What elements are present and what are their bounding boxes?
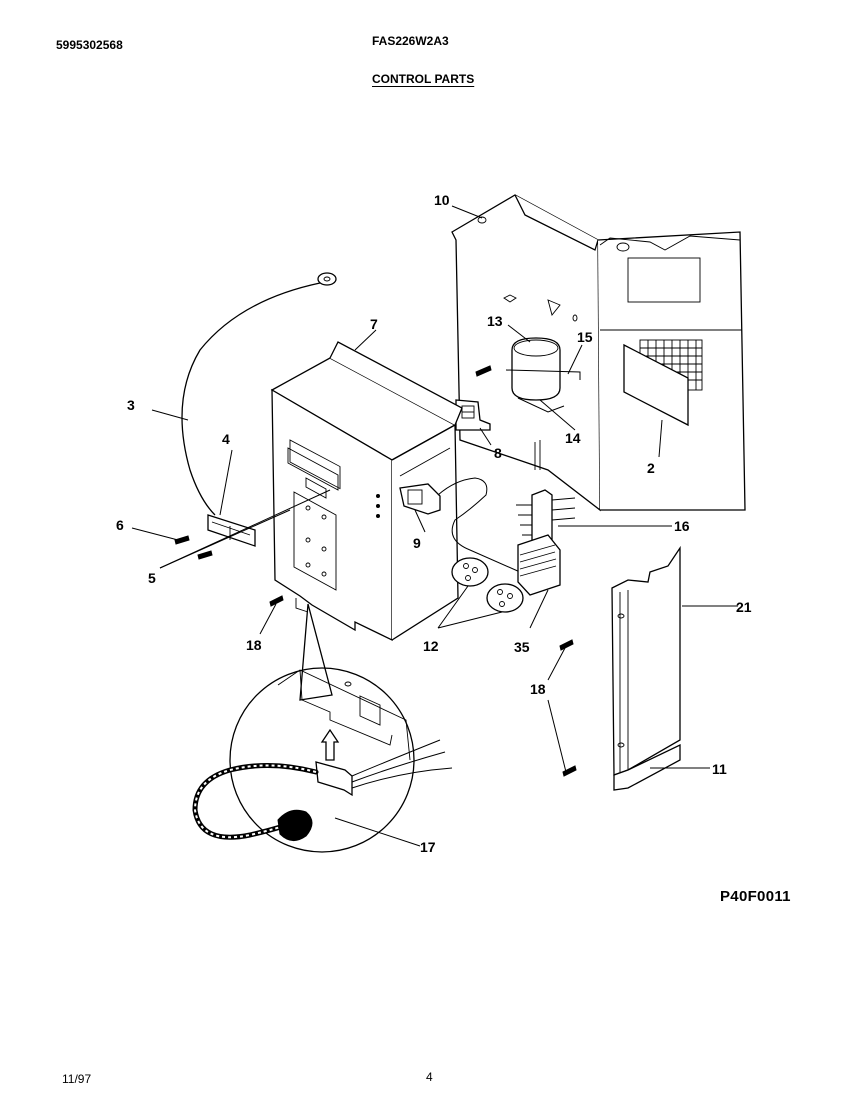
callout-6: 6: [116, 517, 124, 533]
side-panel-part-21: [559, 545, 681, 791]
control-box-part-7: [270, 341, 463, 642]
switch-part-8: [455, 399, 491, 431]
callout-labels: 10 7 13 15 14 2 8 3 4 6 5 9 16 12 35 18 …: [116, 192, 752, 855]
page-number: 4: [426, 1070, 433, 1084]
callout-15: 15: [577, 329, 593, 345]
connector-part-35: [517, 534, 561, 596]
callout-4: 4: [222, 431, 230, 447]
callout-18-right: 18: [530, 681, 546, 697]
control-panel-part-10: [451, 194, 746, 512]
callout-8: 8: [494, 445, 502, 461]
bracket-part-4: [174, 514, 256, 560]
power-cord-detail-part-17: [192, 603, 453, 853]
ground-wire-part-3: [181, 272, 337, 516]
switch-part-9: [399, 477, 521, 573]
callout-5: 5: [148, 570, 156, 586]
callout-13: 13: [487, 313, 503, 329]
footer-date: 11/97: [62, 1072, 92, 1086]
callout-3: 3: [127, 397, 135, 413]
callout-17: 17: [420, 839, 436, 855]
callout-11: 11: [712, 761, 727, 777]
screw-part-18: [269, 595, 284, 607]
callout-9: 9: [413, 535, 421, 551]
callout-14: 14: [565, 430, 581, 446]
bottom-strip-part-11: [613, 743, 681, 791]
document-number: 5995302568: [56, 38, 123, 52]
callout-18-left: 18: [246, 637, 262, 653]
callout-35: 35: [514, 639, 530, 655]
thermostat-part-12: [451, 557, 524, 613]
callout-7: 7: [370, 316, 378, 332]
callout-21: 21: [736, 599, 752, 615]
leader-lines: [131, 205, 738, 847]
callout-12: 12: [423, 638, 439, 654]
model-number: FAS226W2A3: [372, 34, 449, 48]
figure-code: P40F0011: [720, 888, 791, 905]
callout-10: 10: [434, 192, 450, 208]
cover-plate-part-2: [623, 343, 689, 427]
section-title: CONTROL PARTS: [372, 72, 475, 86]
relay-part-13: [475, 337, 581, 413]
callout-2: 2: [647, 460, 655, 476]
callout-16: 16: [674, 518, 690, 534]
